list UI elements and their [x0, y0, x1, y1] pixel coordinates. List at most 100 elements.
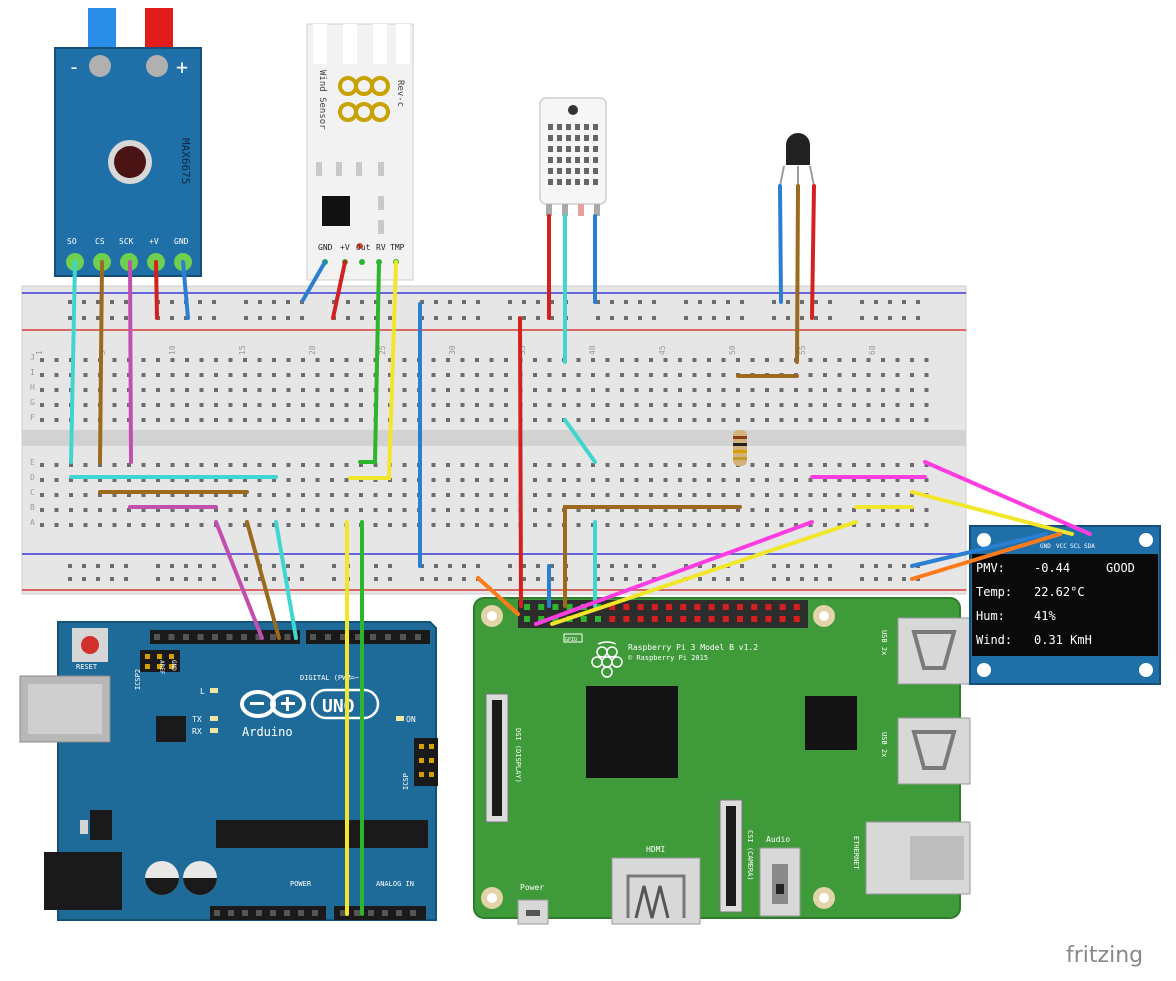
- wind-fin: [396, 24, 410, 64]
- breadboard-hole: [286, 478, 291, 482]
- breadboard-hole: [156, 478, 160, 482]
- rail-hole: [258, 316, 262, 320]
- breadboard-hole: [533, 388, 537, 392]
- gpio-pin: [623, 604, 630, 610]
- breadboard-hole: [895, 463, 900, 467]
- oled-pin-gnd: GND: [1040, 543, 1051, 550]
- breadboard-hole: [54, 403, 59, 407]
- reset-button[interactable]: [81, 636, 99, 654]
- breadboard-hole: [881, 478, 885, 482]
- header-pin: [241, 634, 247, 640]
- pin-label-sck: SCK: [119, 237, 134, 246]
- rail-hole: [638, 577, 642, 581]
- breadboard-hole: [286, 373, 291, 377]
- breadboard-hole: [779, 358, 784, 362]
- breadboard-hole: [881, 523, 885, 527]
- breadboard-hole: [228, 508, 233, 512]
- rail-hole: [786, 316, 790, 320]
- breadboard-hole: [460, 403, 465, 407]
- breadboard-hole: [141, 523, 146, 527]
- vent-slot: [584, 168, 589, 174]
- breadboard-hole: [504, 373, 508, 377]
- breadboard-hole: [620, 463, 624, 467]
- breadboard-hole: [214, 463, 218, 467]
- rail-hole: [888, 577, 892, 581]
- breadboard-hole: [576, 478, 581, 482]
- pi-copyright: © Raspberry Pi 2015: [628, 654, 708, 662]
- led-rx-label: RX: [192, 727, 202, 736]
- breadboard-hole: [895, 418, 900, 422]
- rail-hole: [300, 564, 304, 568]
- gpio-pin: [708, 604, 715, 610]
- breadboard-hole: [40, 523, 44, 527]
- breadboard-hole: [837, 373, 842, 377]
- rail-hole: [596, 300, 600, 304]
- digital-header-right: [306, 630, 430, 644]
- rail-hole: [786, 577, 790, 581]
- breadboard-hole: [185, 463, 189, 467]
- dht22-vent-grid: [548, 124, 598, 185]
- rail-hole: [258, 300, 262, 304]
- breadboard-hole: [228, 493, 233, 497]
- breadboard-hole: [663, 523, 668, 527]
- breadboard-hole: [808, 493, 813, 497]
- breadboard-hole: [823, 418, 827, 422]
- rail-hole: [420, 300, 424, 304]
- breadboard-hole: [736, 418, 740, 422]
- breadboard-hole: [272, 463, 276, 467]
- breadboard-hole: [446, 463, 450, 467]
- wire-cyan-diagonal: [563, 418, 597, 464]
- breadboard-hole: [634, 388, 639, 392]
- breadboard-hole: [199, 373, 204, 377]
- rail-hole: [726, 316, 730, 320]
- breadboard-hole: [562, 388, 566, 392]
- breadboard-hole: [924, 478, 929, 482]
- breadboard-hole: [489, 523, 494, 527]
- rail-hole: [800, 577, 804, 581]
- breadboard-hole: [663, 358, 668, 362]
- icsp-pins: [419, 744, 434, 777]
- vent-slot: [548, 135, 553, 141]
- breadboard-hole: [388, 523, 392, 527]
- breadboard-hole: [895, 478, 900, 482]
- header-pin: [168, 634, 175, 640]
- breadboard-hole: [721, 493, 726, 497]
- vent-slot: [548, 146, 553, 152]
- vent-slot: [575, 146, 580, 152]
- breadboard-hole: [402, 523, 407, 527]
- header-pin: [340, 634, 346, 640]
- breadboard-hole: [257, 418, 262, 422]
- breadboard-hole: [257, 373, 262, 377]
- breadboard-hole: [678, 358, 682, 362]
- breadboard-hole: [562, 493, 566, 497]
- breadboard-hole: [156, 418, 160, 422]
- rail-hole: [508, 564, 512, 568]
- rail-hole: [684, 564, 688, 568]
- oled-pmv-value: -0.44: [1034, 561, 1070, 575]
- rail-hole: [902, 316, 906, 320]
- breadboard-hole: [547, 463, 552, 467]
- max6675-pins: SO CS SCK +V GND: [66, 237, 192, 271]
- breadboard-hole: [678, 388, 682, 392]
- wire-vcc-red: [154, 260, 159, 320]
- breadboard-hole: [808, 403, 813, 407]
- wire-pink-to-oled: [923, 460, 1092, 536]
- wire-orange-pi: [476, 576, 520, 616]
- breadboard-hole: [576, 523, 581, 527]
- breadboard-hole: [315, 373, 320, 377]
- wind-pin-rv: RV: [376, 243, 386, 252]
- hdmi-label: HDMI: [646, 845, 665, 854]
- vent-slot: [548, 157, 553, 163]
- breadboard-hole: [852, 493, 856, 497]
- breadboard-hole: [634, 523, 639, 527]
- rail-hole: [638, 564, 642, 568]
- usb-port-1: [897, 617, 971, 685]
- rail-hole: [82, 564, 86, 568]
- breadboard-hole: [605, 388, 610, 392]
- breadboard-hole: [808, 388, 813, 392]
- breadboard-hole: [721, 403, 726, 407]
- breadboard-hole: [736, 478, 740, 482]
- rail-hole: [860, 564, 864, 568]
- breadboard-hole: [141, 418, 146, 422]
- breadboard-hole: [721, 418, 726, 422]
